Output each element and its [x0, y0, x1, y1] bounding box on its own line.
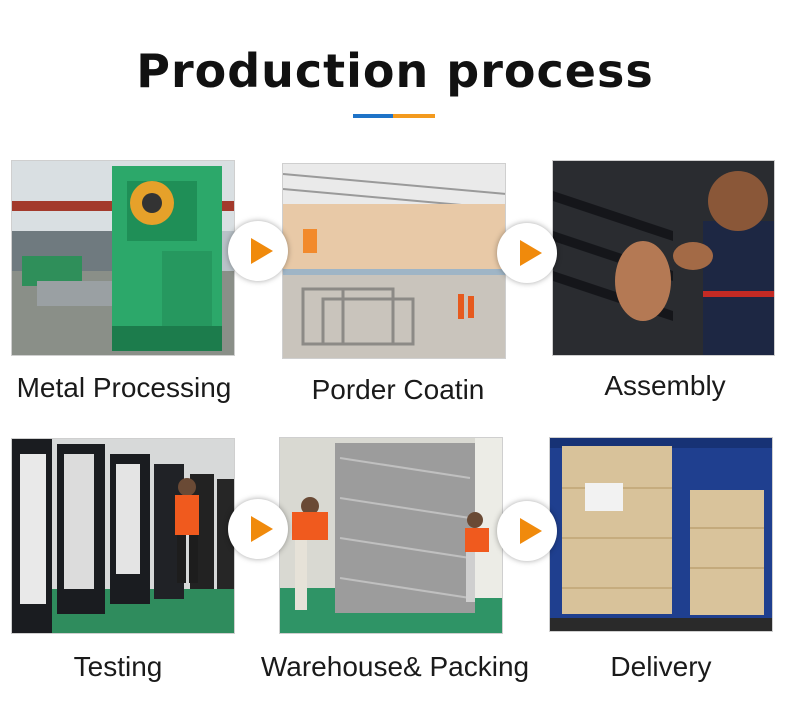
page-title: Production process [136, 44, 654, 98]
title-underline-blue [353, 114, 393, 118]
step-label-assembly: Assembly [604, 370, 726, 401]
play-arrow-icon [497, 223, 557, 283]
play-arrow-icon [228, 499, 288, 559]
step-label-metal-processing: Metal Processing [16, 372, 232, 403]
assembly-photo [552, 160, 775, 356]
metal-processing-photo [11, 160, 235, 356]
step-label-testing: Testing [73, 651, 163, 682]
step-label-warehouse-packing: Warehouse& Packing [260, 651, 530, 682]
step-label-delivery: Delivery [610, 651, 712, 682]
testing-photo [11, 438, 235, 634]
step-label-porder-coatin: Porder Coatin [311, 374, 485, 405]
play-arrow-icon [228, 221, 288, 281]
delivery-photo [549, 437, 773, 632]
title-underline-orange [393, 114, 435, 118]
powder-coating-photo [282, 163, 506, 359]
play-arrow-icon [497, 501, 557, 561]
warehouse-packing-photo [279, 437, 503, 634]
